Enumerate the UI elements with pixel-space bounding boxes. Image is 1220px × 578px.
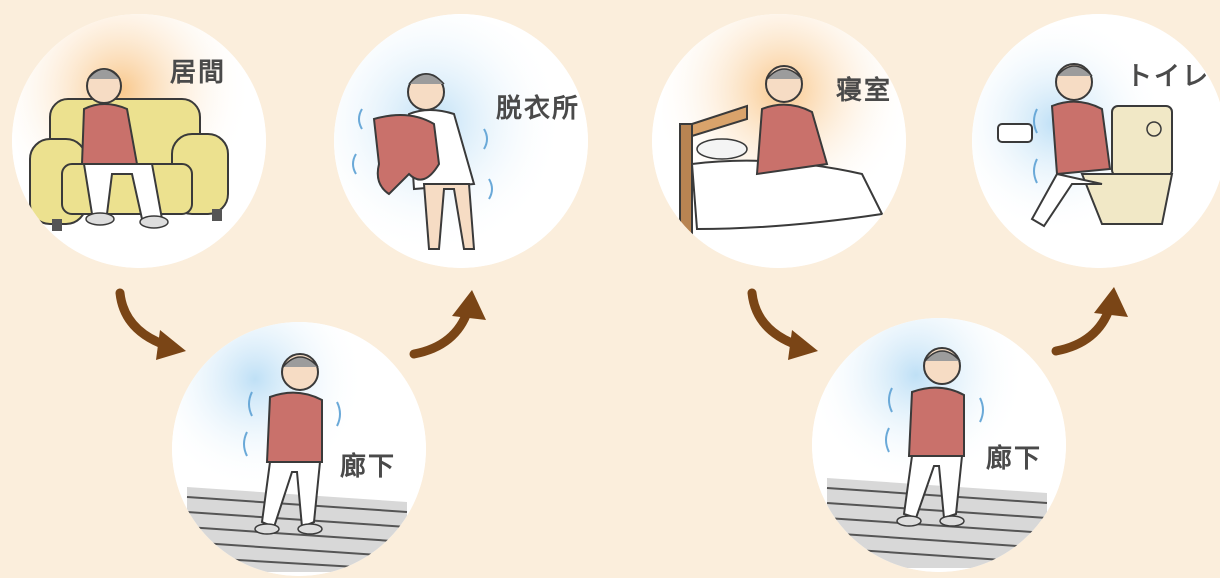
curved-arrow-icon [742,285,822,365]
label-hallway-1: 廊下 [340,446,396,483]
scene-dressing-room: 脱衣所 [334,14,588,268]
label-hallway-2: 廊下 [986,438,1042,475]
label-toilet: トイレ [1126,56,1210,93]
label-bedroom: 寝室 [836,70,892,107]
scene-hallway-1: 廊下 [172,322,426,576]
curved-arrow-icon [110,285,190,365]
toilet-paper-icon [998,124,1032,142]
curved-arrow-icon [408,288,492,368]
curved-arrow-icon [1050,285,1134,365]
label-living-room: 居間 [170,52,226,89]
scene-living-room: 居間 [12,14,266,268]
scene-bedroom: 寝室 [652,14,906,268]
hallway-floor-icon [187,487,407,572]
scene-hallway-2: 廊下 [812,318,1066,572]
scene-toilet: トイレ [972,14,1220,268]
label-dressing-room: 脱衣所 [496,88,580,125]
hallway-floor-icon [827,478,1047,568]
